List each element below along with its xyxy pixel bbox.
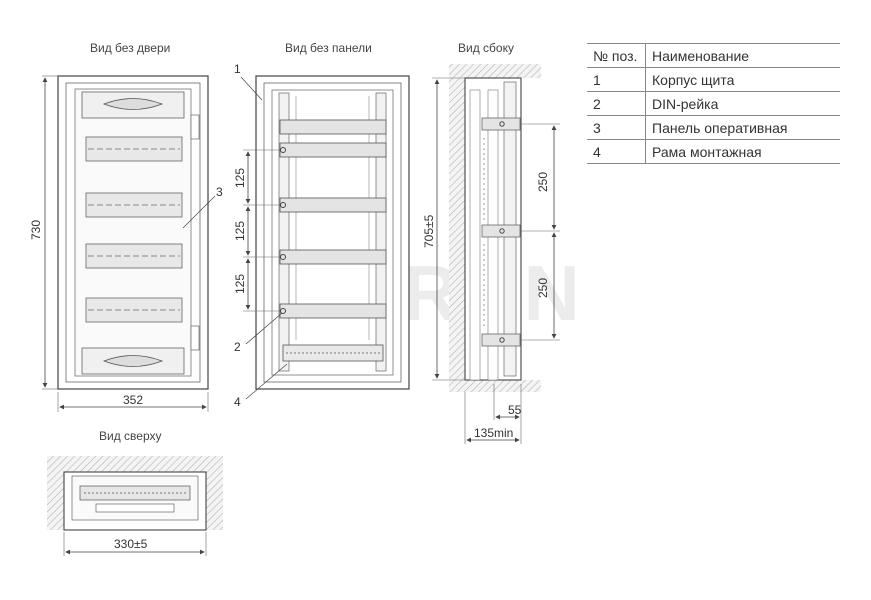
table-cell-name: Панель оперативная (645, 115, 840, 140)
view-title-top: Вид сверху (99, 429, 162, 443)
view-side: Вид сбоку 705±5 250 250 (422, 41, 560, 444)
table-cell-pos: 3 (587, 115, 646, 140)
dim-pitch-c: 125 (233, 274, 247, 294)
table-row: 2 DIN-рейка (587, 91, 840, 116)
table-row: 4 Рама монтажная (587, 139, 840, 164)
table-row: 1 Корпус щита (587, 67, 840, 92)
view-without-door: Вид без двери 730 352 3 (29, 41, 223, 412)
view-top: Вид сверху 330±5 (47, 429, 223, 556)
view-title-no-panel: Вид без панели (285, 41, 372, 55)
dim-352: 352 (123, 393, 143, 407)
dim-330: 330±5 (114, 537, 148, 551)
table-row: 3 Панель оперативная (587, 115, 840, 140)
table-cell-pos: 1 (587, 67, 646, 92)
table-cell-name: Корпус щита (645, 67, 840, 92)
callout-3: 3 (216, 185, 223, 199)
dim-135: 135min (474, 426, 513, 440)
view-title-side: Вид сбоку (458, 41, 514, 55)
table-header-pos: № поз. (587, 43, 646, 68)
callout-2: 2 (234, 340, 241, 354)
callout-1: 1 (234, 62, 241, 76)
view-without-panel: Вид без панели 125 125 125 1 (233, 41, 410, 409)
parts-table: № поз. Наименование 1 Корпус щита 2 DIN-… (587, 43, 840, 164)
dim-705: 705±5 (422, 214, 436, 248)
table-header-name: Наименование (645, 43, 840, 68)
table-cell-name: Рама монтажная (645, 139, 840, 164)
table-cell-pos: 2 (587, 91, 646, 116)
dim-55: 55 (508, 403, 522, 417)
callout-4: 4 (234, 395, 241, 409)
table-header-row: № поз. Наименование (587, 43, 840, 68)
view-title-no-door: Вид без двери (90, 41, 170, 55)
dim-250-b: 250 (536, 278, 550, 298)
table-cell-pos: 4 (587, 139, 646, 164)
dim-pitch-a: 125 (233, 168, 247, 188)
table-cell-name: DIN-рейка (645, 91, 840, 116)
dim-730: 730 (29, 220, 43, 240)
dim-250-a: 250 (536, 172, 550, 192)
dim-pitch-b: 125 (233, 221, 247, 241)
